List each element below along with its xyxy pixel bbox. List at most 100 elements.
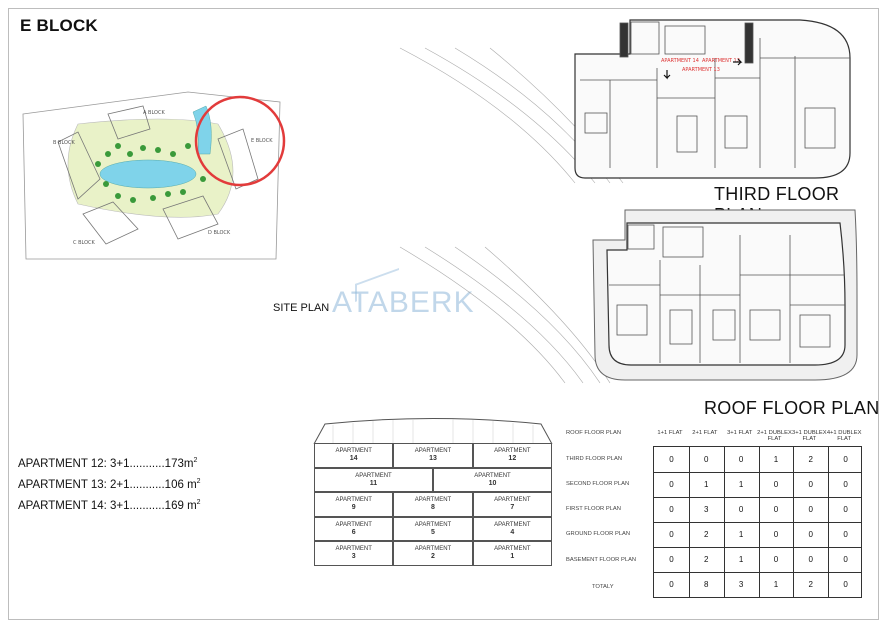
stack-cell-label: APARTMENT <box>414 546 452 553</box>
stack-cell-number: 9 <box>351 504 356 512</box>
unit-table-column-header: 4+1 DUBLEX FLAT <box>826 430 862 442</box>
apartment-size-14: APARTMENT 14: 3+1...........169 m2 <box>18 498 201 512</box>
apartment-size-12: APARTMENT 12: 3+1...........173m2 <box>18 457 198 470</box>
unit-table-cell: 0 <box>669 580 674 589</box>
unit-table-cell: 0 <box>843 455 848 464</box>
stack-cell-number: 6 <box>351 528 356 536</box>
unit-table-cell: 3 <box>738 580 744 589</box>
unit-table-cell: 1 <box>704 480 709 489</box>
unit-table-cell: 2 <box>808 580 813 589</box>
unit-table-column-header: 3+1 DUBLEX FLAT <box>792 430 827 442</box>
grid-line-horizontal <box>654 472 861 473</box>
stack-cell-label: APARTMENT <box>494 521 531 528</box>
unit-table-column-header: 3+1 FLAT <box>727 430 753 436</box>
stack-cell-label: APARTMENT <box>414 497 452 504</box>
site-plan-drawing: A BLOCK B BLOCK C BLOCK D BLOCK E BLOCK <box>22 91 286 260</box>
unit-table-column-header: 1+1 FLAT <box>657 430 683 436</box>
third-floor-label-apt13: APARTMENT 13 <box>682 67 720 73</box>
unit-table-cell: 3 <box>704 505 709 514</box>
stack-cell-label: APARTMENT <box>335 448 372 455</box>
e-block-highlight-circle <box>194 95 286 187</box>
svg-text:D BLOCK: D BLOCK <box>208 230 231 236</box>
stack-cell-label: APARTMENT <box>474 472 511 479</box>
unit-table-cell: 0 <box>669 455 674 464</box>
stack-cell-number: 12 <box>508 455 517 463</box>
stack-cell-label: APARTMENT <box>414 521 452 528</box>
page-title: E BLOCK <box>20 16 98 35</box>
unit-table-row-label: SECOND FLOOR PLAN <box>566 481 630 487</box>
stack-cell-number: 5 <box>431 528 435 536</box>
grid-line-horizontal <box>654 572 861 573</box>
stack-cell-number: 7 <box>510 504 515 512</box>
apartment-sizes-list: APARTMENT 12: 3+1...........173m2 APARTM… <box>18 452 201 514</box>
unit-table-cell: 0 <box>704 455 709 464</box>
unit-table-cell: 0 <box>843 530 848 539</box>
unit-table-cell: 1 <box>738 480 744 489</box>
stack-cell-label: APARTMENT <box>494 497 531 504</box>
roof-floor-plan-title: ROOF FLOOR PLAN <box>704 398 880 418</box>
unit-table-cell: 0 <box>808 480 813 489</box>
unit-table-cell: 2 <box>704 530 709 539</box>
unit-table-column-header: 2+1 FLAT <box>692 430 718 436</box>
unit-table-row-label: TOTALY <box>592 584 614 590</box>
stack-cell-number: 3 <box>351 553 356 561</box>
stack-cell-label: APARTMENT <box>335 521 372 528</box>
roof-floor-plan-drawing <box>399 209 858 384</box>
unit-table-cell: 0 <box>773 480 779 489</box>
unit-table-column-header: 2+1 DUBLEX FLAT <box>757 430 792 442</box>
unit-table-cell: 0 <box>669 505 674 514</box>
unit-table-cell: 0 <box>773 505 779 514</box>
watermark-logo: ATABERK <box>332 286 475 319</box>
unit-table-cell: 0 <box>808 505 813 514</box>
svg-text:B BLOCK: B BLOCK <box>53 140 75 146</box>
unit-table-cell: 2 <box>704 555 709 564</box>
stack-cell-label: APARTMENT <box>494 546 531 553</box>
third-floor-label-apt12: APARTMENT 12 <box>702 58 740 64</box>
svg-text:E BLOCK: E BLOCK <box>251 138 273 144</box>
unit-table-row-label: GROUND FLOOR PLAN <box>566 531 631 537</box>
stack-cell-label: APARTMENT <box>335 546 372 553</box>
unit-table-cell: 0 <box>669 530 674 539</box>
stack-cell-number: 13 <box>429 455 437 463</box>
stack-roof-outline <box>313 418 553 445</box>
unit-table-cell: 0 <box>843 505 848 514</box>
unit-table-cell: 2 <box>808 455 813 464</box>
unit-table-cell: 0 <box>669 480 674 489</box>
svg-text:C BLOCK: C BLOCK <box>73 240 96 246</box>
site-plan-label: SITE PLAN <box>273 302 330 314</box>
pool <box>99 159 197 189</box>
unit-table-cell: 8 <box>704 580 709 589</box>
unit-table-cell: 0 <box>808 555 813 564</box>
grid-line-horizontal <box>654 497 861 498</box>
stack-cell-label: APARTMENT <box>414 448 452 455</box>
stack-cell-number: 8 <box>431 504 435 512</box>
grid-line-horizontal <box>654 547 861 548</box>
unit-table-cell: 0 <box>773 555 779 564</box>
stack-cell-number: 1 <box>510 553 515 561</box>
unit-table-cell: 0 <box>738 455 744 464</box>
unit-table-cell: 0 <box>843 555 848 564</box>
stack-cell-label: APARTMENT <box>494 448 531 455</box>
stack-cell-number: 2 <box>431 553 435 561</box>
stack-cell-number: 14 <box>349 455 358 463</box>
unit-table-cell: 0 <box>669 555 674 564</box>
unit-table-row-label: ROOF FLOOR PLAN <box>566 430 622 436</box>
unit-table-cell: 1 <box>773 455 779 464</box>
unit-table-cell: 0 <box>738 505 744 514</box>
stack-cell-label: APARTMENT <box>335 497 372 504</box>
unit-table-cell: 1 <box>773 580 779 589</box>
third-floor-plan-drawing: APARTMENT 14 APARTMENT 12 APARTMENT 13 <box>399 19 851 184</box>
stack-cell-number: 10 <box>488 479 497 487</box>
svg-text:A BLOCK: A BLOCK <box>143 110 165 116</box>
